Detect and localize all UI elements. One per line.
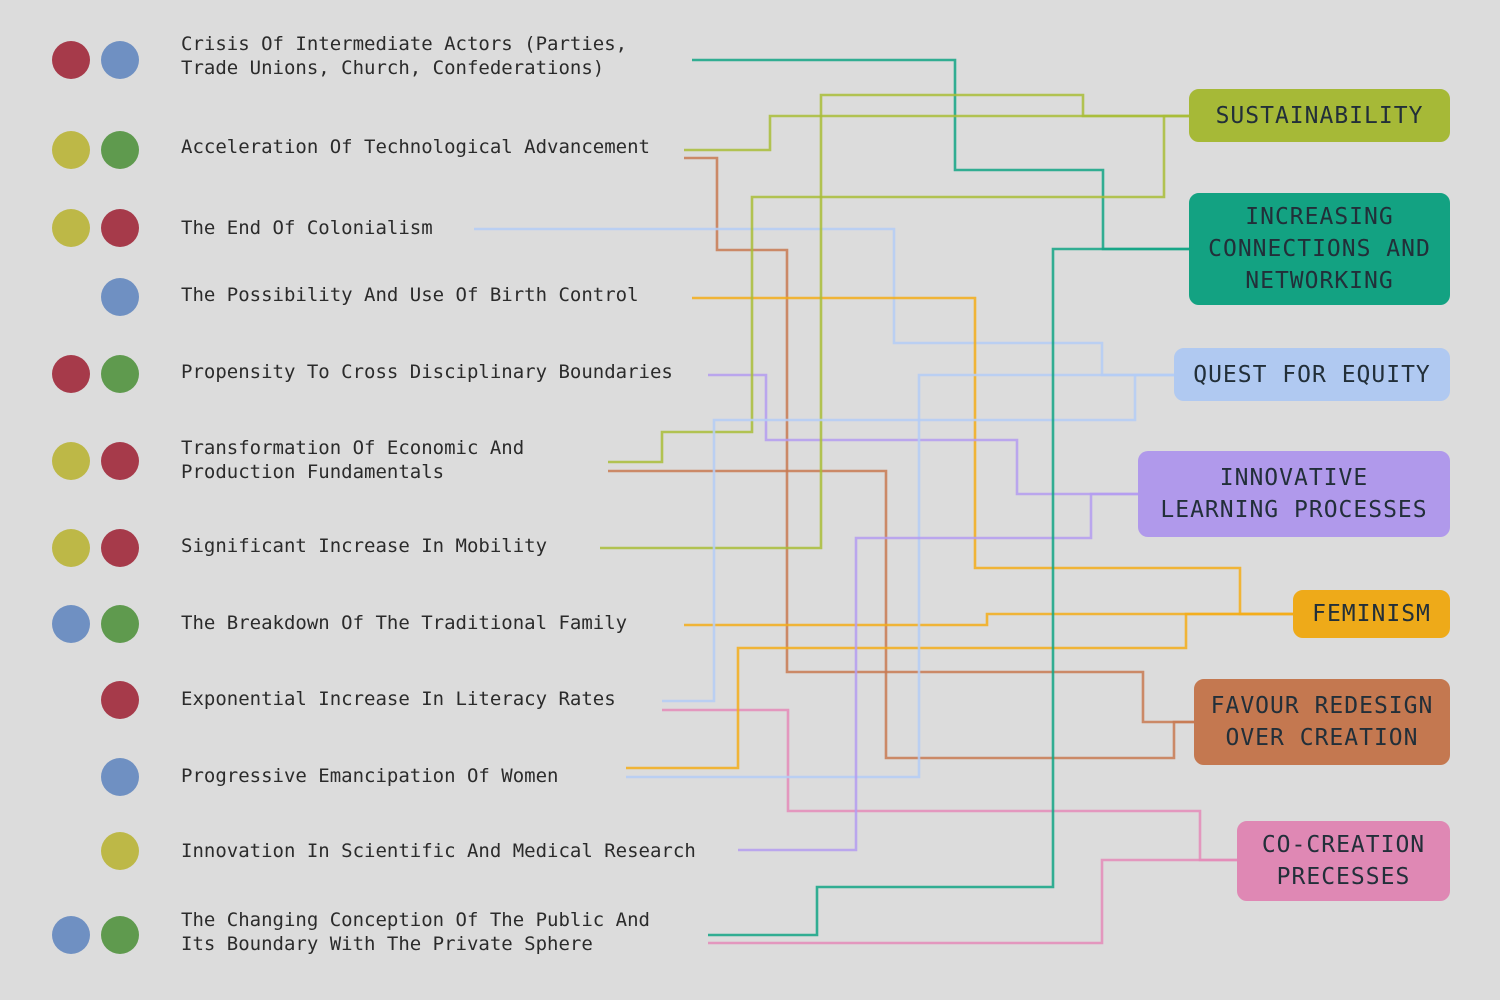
driver-dot (101, 758, 139, 796)
driver-label-technological-advancement: Acceleration Of Technological Advancemen… (181, 136, 650, 158)
driver-dot (101, 681, 139, 719)
connector-economic-redesign (608, 469, 1194, 760)
driver-label-public-private-sphere: The Changing Conception Of The Public An… (181, 909, 650, 955)
connector-technology-redesign (684, 156, 1194, 724)
driver-label-economic-fundamentals: Transformation Of Economic And Productio… (181, 437, 525, 483)
driver-dot (101, 209, 139, 247)
driver-dot (52, 355, 90, 393)
target-feminism: FEMINISM (1293, 590, 1450, 638)
connector-public-sphere-connections (708, 247, 1189, 937)
driver-label-intermediate-actors: Crisis Of Intermediate Actors (Parties, … (181, 33, 628, 79)
connector-family-feminism (684, 612, 1293, 627)
driver-label-end-of-colonialism: The End Of Colonialism (181, 217, 433, 239)
driver-dot (52, 529, 90, 567)
driver-dot (52, 605, 90, 643)
driver-dot (101, 41, 139, 79)
driver-label-scientific-research: Innovation In Scientific And Medical Res… (181, 840, 696, 862)
connector-women-feminism (626, 612, 1293, 770)
connector-economic-sustainability (608, 114, 1189, 464)
target-favour-redesign: FAVOUR REDESIGN OVER CREATION (1194, 679, 1450, 765)
connector-intermediate-actors-connections (692, 58, 1189, 251)
driver-dot (101, 529, 139, 567)
target-co-creation: CO-CREATION PRECESSES (1237, 821, 1450, 901)
connector-research-learning (738, 492, 1138, 852)
driver-dot (101, 131, 139, 169)
driver-dot (101, 605, 139, 643)
driver-dot (101, 442, 139, 480)
driver-dot (101, 278, 139, 316)
target-sustainability: SUSTAINABILITY (1189, 89, 1450, 142)
connector-mobility-sustainability (600, 93, 1189, 550)
driver-dot (52, 209, 90, 247)
driver-dot (101, 916, 139, 954)
driver-label-disciplinary-boundaries: Propensity To Cross Disciplinary Boundar… (181, 361, 673, 383)
connector-women-equity (626, 373, 1174, 779)
target-increasing-connections: INCREASING CONNECTIONS AND NETWORKING (1189, 193, 1450, 305)
driver-dot (52, 131, 90, 169)
driver-label-emancipation-of-women: Progressive Emancipation Of Women (181, 765, 559, 787)
driver-dot (52, 41, 90, 79)
driver-dot (52, 442, 90, 480)
target-quest-for-equity: QUEST FOR EQUITY (1174, 348, 1450, 401)
driver-label-traditional-family: The Breakdown Of The Traditional Family (181, 612, 628, 634)
driver-dot (52, 916, 90, 954)
driver-dot (101, 355, 139, 393)
connector-public-sphere-cocreation (708, 858, 1237, 945)
driver-label-literacy-rates: Exponential Increase In Literacy Rates (181, 688, 616, 710)
driver-label-mobility: Significant Increase In Mobility (181, 535, 548, 557)
driver-label-birth-control: The Possibility And Use Of Birth Control (181, 284, 639, 306)
connector-literacy-cocreation (662, 708, 1237, 862)
target-innovative-learning: INNOVATIVE LEARNING PROCESSES (1138, 451, 1450, 537)
driver-dot (101, 832, 139, 870)
connector-technology-sustainability (684, 114, 1189, 152)
connector-disciplinary-learning (708, 373, 1138, 496)
